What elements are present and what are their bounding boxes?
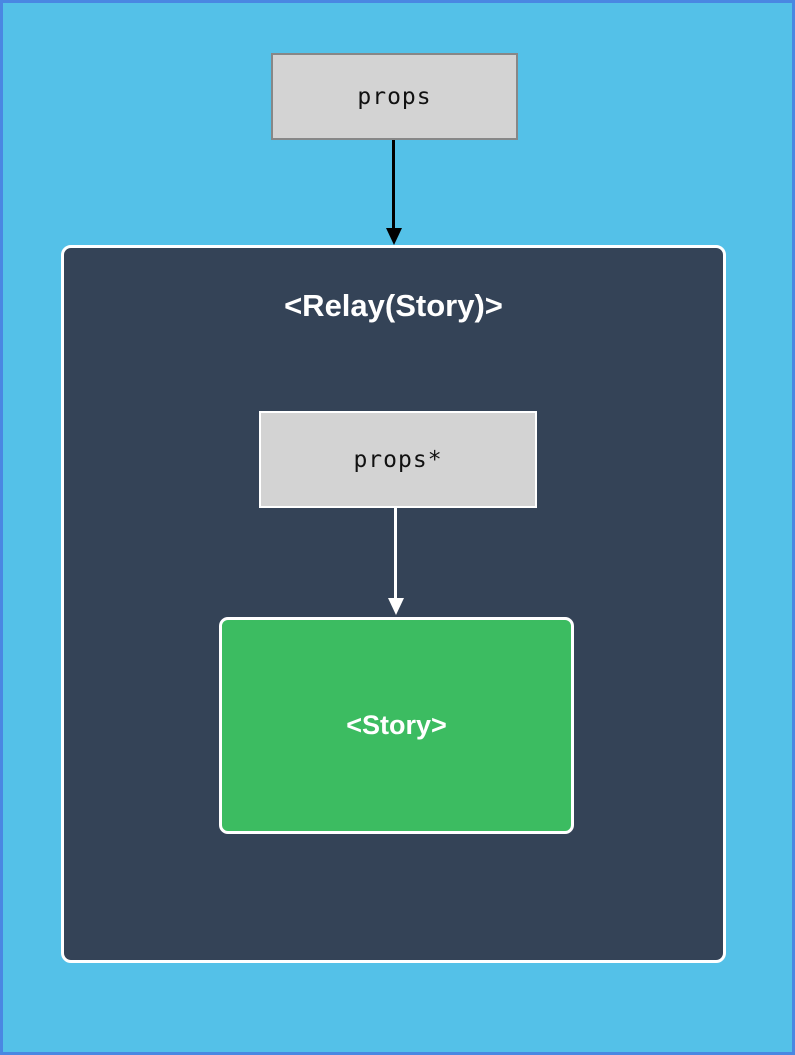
inner-props-label: props* (353, 446, 443, 473)
outer-arrow-head-icon (386, 228, 402, 245)
relay-story-title: <Relay(Story)> (284, 288, 503, 323)
inner-props-node: props* (259, 411, 537, 508)
inner-arrow-head-icon (388, 598, 404, 615)
inner-arrow-line (394, 508, 397, 599)
outer-arrow-line (392, 140, 395, 229)
story-label: <Story> (346, 710, 447, 740)
outer-props-node: props (271, 53, 518, 140)
outer-props-label: props (357, 83, 432, 110)
story-node: <Story> (219, 617, 574, 834)
relay-story-container: <Relay(Story)> props* <Story> (61, 245, 726, 963)
